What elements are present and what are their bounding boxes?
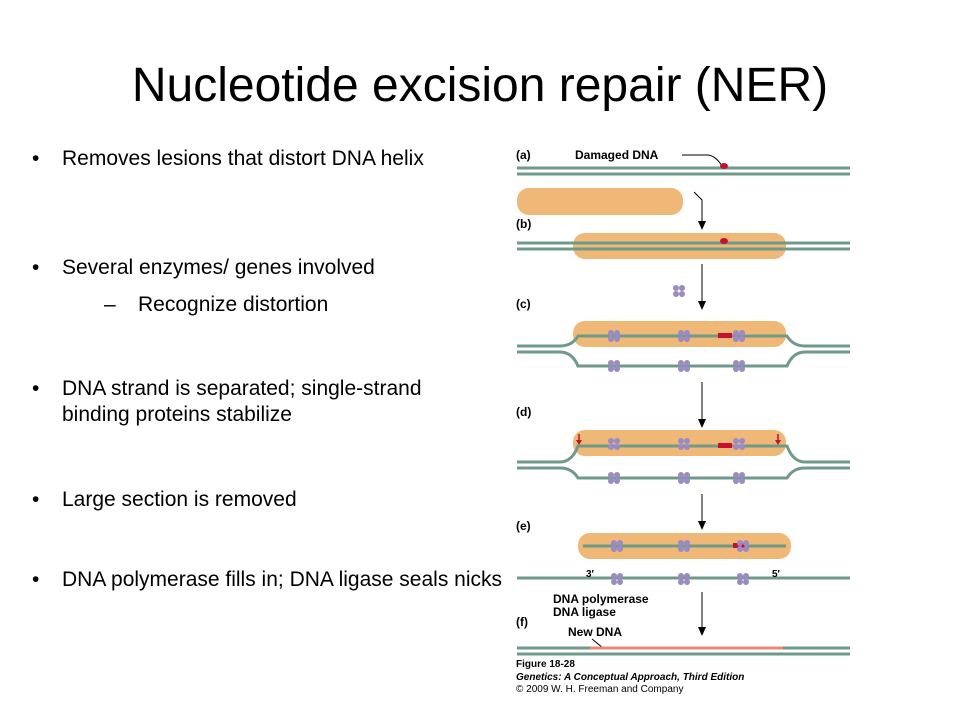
panel-label-a: (a) xyxy=(516,148,531,162)
damaged-dna-pointer xyxy=(682,154,723,167)
arrowhead xyxy=(698,419,706,428)
arrowhead xyxy=(698,221,706,230)
dna-lesion xyxy=(718,333,732,338)
repair-complex xyxy=(573,233,786,259)
strand-end-3-label: 3′ xyxy=(586,569,595,580)
dna-ligase-label: DNA ligase xyxy=(553,605,616,619)
bullet-text: DNA polymerase fills in; DNA ligase seal… xyxy=(62,568,502,591)
figure-caption-number: Figure 18-28 xyxy=(516,659,575,670)
figure-caption-copyright: © 2009 W. H. Freeman and Company xyxy=(516,684,683,695)
dna-strand-bottom xyxy=(517,466,850,480)
ssb-proteins xyxy=(611,573,749,585)
dna-lesion xyxy=(720,163,728,169)
incision-arrows xyxy=(576,434,781,445)
bullet-text: Large section is removed xyxy=(62,488,297,511)
bullet-text: DNA strand is separated; single-strand b… xyxy=(62,377,422,426)
ssb-proteins xyxy=(608,438,745,484)
panel-label-d: (d) xyxy=(516,405,531,419)
dna-lesion xyxy=(718,443,732,448)
dna-strand-bottom xyxy=(517,350,850,368)
bullet-text: Removes lesions that distort DNA helix xyxy=(62,147,424,170)
ssb-protein-free xyxy=(673,285,685,297)
strand-end-5-label: 5′ xyxy=(772,569,781,580)
panel-label-b: (b) xyxy=(516,217,531,231)
bullet-marker: • xyxy=(32,256,40,279)
sub-bullet-marker: – xyxy=(104,293,116,316)
bullet-marker: • xyxy=(32,377,40,400)
arrowhead xyxy=(698,627,706,636)
arrowhead xyxy=(698,521,706,530)
arrowhead xyxy=(698,301,706,310)
dna-polymerase-label: DNA polymerase xyxy=(553,592,649,606)
bullet-text: Several enzymes/ genes involved xyxy=(62,256,375,279)
new-dna-label: New DNA xyxy=(568,625,622,639)
panel-label-f: (f) xyxy=(516,615,528,629)
sub-bullet-text: Recognize distortion xyxy=(138,293,329,316)
bullet-marker: • xyxy=(32,488,40,511)
damaged-dna-label: Damaged DNA xyxy=(575,148,659,162)
slide-title: Nucleotide excision repair (NER) xyxy=(131,59,829,112)
dna-lesion xyxy=(720,238,728,244)
step-arrow xyxy=(693,191,703,222)
panel-label-c: (c) xyxy=(516,297,531,311)
repair-complex xyxy=(517,188,683,215)
bullet-marker: • xyxy=(32,568,40,591)
ssb-proteins xyxy=(611,540,749,552)
figure-caption-book: Genetics: A Conceptual Approach, Third E… xyxy=(516,672,744,683)
ssb-proteins xyxy=(608,330,745,372)
dna-strand-top xyxy=(517,334,850,348)
panel-label-e: (e) xyxy=(516,519,531,533)
bullet-marker: • xyxy=(32,147,40,170)
